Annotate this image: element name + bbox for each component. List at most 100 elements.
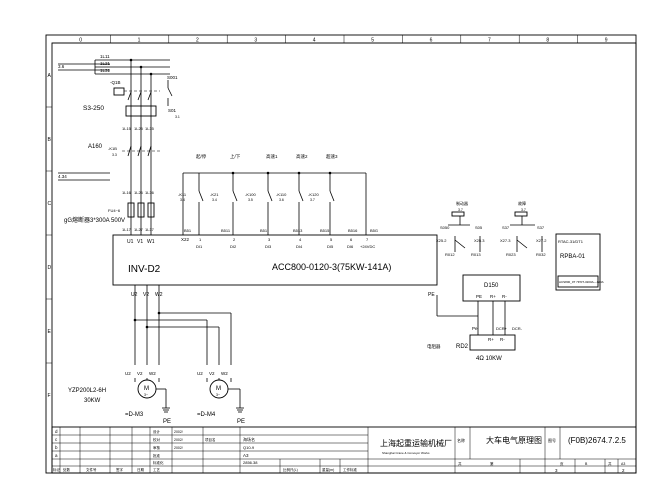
relay-tag-r023: R023 xyxy=(506,252,516,257)
motor-m3: U2 V2 W2 M 3~ YZP200L2-6H 30KW =D-M3 PE xyxy=(68,371,171,425)
resistor-pe: Pe xyxy=(472,326,478,331)
grid-column-3: 3 xyxy=(254,38,257,44)
function-label-2: 上/下 xyxy=(230,153,241,160)
tb-company-en: Shanghai Crane & Conveyor Works xyxy=(382,451,430,455)
inverter-outline xyxy=(112,234,438,286)
terminal-num-1: 1 xyxy=(199,237,202,242)
motor-m3-term-w: W2 xyxy=(149,371,156,376)
grid-row-F: F xyxy=(48,393,51,399)
relay-tag-x273: X27.3 xyxy=(500,238,511,243)
di-label-6: DI6 xyxy=(347,244,354,249)
title-block: d c b a 标记 处数 文件号 签字 日期 设计 校对 审核 批准 标准化 … xyxy=(51,426,637,474)
function-label-5: 超速3 xyxy=(326,153,338,160)
grid-column-5: 5 xyxy=(371,38,374,44)
contactor-tag: -K1B xyxy=(108,146,117,151)
rev-b: b xyxy=(55,445,58,450)
tb-value-3: 2002/ xyxy=(174,446,183,450)
tb-label-check: 校对 xyxy=(153,437,160,442)
motor-m3-pe: PE xyxy=(163,419,171,425)
brake-unit-name: D150 xyxy=(484,283,499,289)
tb-scale-label: 比例尺(L) xyxy=(283,467,298,472)
tb-label-count: 处数 xyxy=(63,467,70,472)
grid-column-7: 7 xyxy=(488,38,491,44)
brake-resistor-outline xyxy=(469,334,516,351)
breaker-tag: -Q1B xyxy=(110,80,121,85)
motor-m3-model: YZP200L2-6H xyxy=(68,388,106,394)
grid-column-2: 2 xyxy=(196,38,199,44)
option-module-title: RTAC-31/DT1 xyxy=(558,239,584,244)
aux-ref: 3.1 xyxy=(175,115,180,119)
tb-value-2: 2002/ xyxy=(174,438,183,442)
motor-m4-term-u: U2 xyxy=(197,371,203,376)
relay-output-left-title: 制动器 xyxy=(456,200,468,206)
power-bus: 3.6 1L11 1L21 1L31 4.34 xyxy=(58,54,170,181)
inverter-output-u2: U2 xyxy=(131,292,138,298)
tb-small-cell-2: B xyxy=(585,462,588,466)
di-label-4: DI4 xyxy=(296,244,303,249)
motor-m3-term-v: V2 xyxy=(137,371,143,376)
relay-output-left-ref: 3.7 xyxy=(458,208,463,212)
bus-ref-mid: 4.34 xyxy=(58,174,67,179)
control-relays: 起/停 上/下 高速1 高速2 超速3 -K11 3.4 -K21 3.4 -K… xyxy=(178,153,378,235)
motor-m3-power: 30KW xyxy=(84,398,101,404)
motor-wiring xyxy=(133,285,232,365)
relay-tag-s37b: S37 xyxy=(537,225,545,230)
relay-tag-x252: X25.2 xyxy=(436,238,447,243)
rev-d: d xyxy=(55,429,58,434)
fuse-wire-1: 1L16 xyxy=(122,190,132,195)
phase-label-3: 1L31 xyxy=(100,68,111,73)
relay-output-right-title: 故障 xyxy=(518,200,526,206)
fuse-model: FU4~6 xyxy=(108,208,121,213)
outer-frame xyxy=(45,34,637,474)
inverter-pe: PE xyxy=(428,292,435,298)
di-label-3: DI3 xyxy=(265,244,272,249)
out-wire-2: 1L27 xyxy=(134,227,144,232)
relay-k100: -K100 3.5 xyxy=(245,173,273,235)
motor-m4-term-w: W2 xyxy=(221,371,228,376)
option-module-outline xyxy=(555,233,601,291)
relay-k21: -K21 3.4 xyxy=(210,173,238,235)
relay-k120-ref: 3.7 xyxy=(310,198,315,202)
brake-unit: D150 PE R+ R- DCR+ DCR- xyxy=(436,274,523,335)
grid-row-E: E xyxy=(48,329,52,335)
motor-m3-term-u: U2 xyxy=(125,371,131,376)
relay-tag-r032: R032 xyxy=(536,252,546,257)
control-wire-1: B51 xyxy=(184,228,192,233)
relay-k11-ref: 3.4 xyxy=(180,198,185,202)
tb-value-1: 2002/ xyxy=(174,430,183,434)
relay-k11-tag: -K11 xyxy=(178,192,187,197)
tb-label-file: 文件号 xyxy=(86,467,97,472)
motor-m3-phase: 3~ xyxy=(144,393,148,397)
brake-unit-rplus: R+ xyxy=(490,294,496,299)
grid-column-1: 1 xyxy=(138,38,141,44)
relay-tag-s050: S050 xyxy=(440,225,450,230)
relay-tag-x272: X27.2 xyxy=(536,238,547,243)
di-label-5: DI5 xyxy=(327,244,334,249)
breaker-model: S3-250 xyxy=(83,105,104,112)
option-module-sub: ACS800_0T 7P/0T-3200A—120A xyxy=(559,280,604,284)
inverter-name: INV-D2 xyxy=(128,264,161,275)
control-wire-6: B516 xyxy=(348,228,358,233)
inverter-block: INV-D2 ACC800-0120-3(75KW-141A) U1 V1 W1… xyxy=(112,234,438,298)
grid-column-9: 9 xyxy=(605,38,608,44)
brake-wire-dcrminus: DCR- xyxy=(512,326,523,331)
main-breaker: -Q1B S3-250 1L15 1L25 1L35 S001 S01 3.1 xyxy=(83,75,180,131)
inverter-input-u1: U1 xyxy=(127,239,134,245)
tb-label-design: 设计 xyxy=(153,429,160,434)
tb-drawing-no: (F0B)2674.7.2.5 xyxy=(568,436,626,445)
relay-k100-tag: -K100 xyxy=(245,192,256,197)
brake-unit-outline xyxy=(462,274,521,302)
tb-label-sign: 签字 xyxy=(116,467,123,472)
motor-m4-phase: 3~ xyxy=(216,393,220,397)
breaker-body xyxy=(125,105,157,117)
inverter-input-v1: V1 xyxy=(137,239,143,245)
di-label-1: DI1 xyxy=(196,244,203,249)
grid-row-B: B xyxy=(48,137,52,143)
fuse-wire-2: 1L26 xyxy=(134,190,144,195)
terminal-num-7: 7 xyxy=(366,237,369,242)
relay-k110-tag: -K110 xyxy=(276,192,287,197)
brake-unit-rminus: R- xyxy=(502,294,507,299)
